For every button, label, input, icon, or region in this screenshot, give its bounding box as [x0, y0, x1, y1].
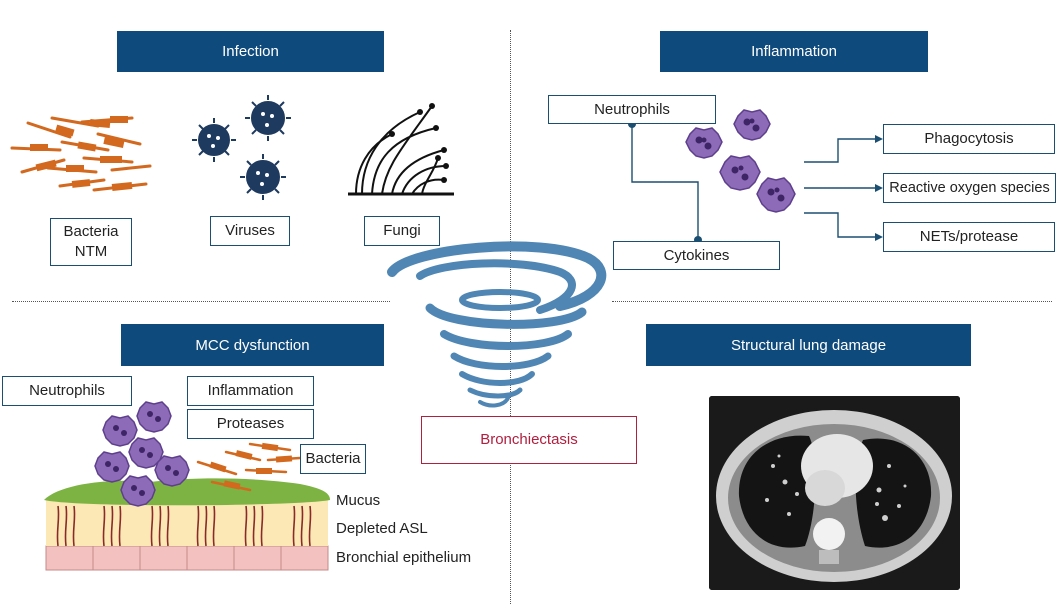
ct-scan-image: [709, 396, 960, 590]
mcc-inflammation-box: Inflammation: [187, 376, 314, 406]
depleted-asl-label: Depleted ASL: [336, 520, 428, 537]
mcc-bacteria-rods: [209, 442, 293, 490]
arrowheads: [875, 135, 883, 241]
mucus-layer: [44, 478, 330, 506]
neutrophil-cytokine-connector: [631, 124, 699, 242]
asl-layer: [46, 500, 328, 546]
neutrophils-box: Neutrophils: [548, 95, 716, 124]
ros-box: Reactive oxygen species: [883, 173, 1056, 203]
tornado-icon: [387, 241, 607, 408]
vertical-divider: [510, 30, 511, 604]
mcc-bacteria-box: Bacteria: [300, 444, 366, 474]
proteases-box: Proteases: [187, 409, 314, 439]
viruses-label: Viruses: [210, 216, 290, 246]
cytokines-box: Cytokines: [613, 241, 780, 270]
cilia: [56, 505, 312, 547]
infection-header: Infection: [117, 31, 384, 72]
structural-lung-damage-header: Structural lung damage: [646, 324, 971, 366]
mucus-label: Mucus: [336, 492, 381, 509]
horizontal-divider-right: [612, 301, 1052, 302]
neutrophil-nuclei: [695, 118, 785, 202]
virus-icon: [192, 95, 291, 200]
horizontal-divider-left: [12, 301, 390, 302]
bronchiectasis-box: Bronchiectasis: [421, 416, 637, 464]
bronchial-epithelium-label: Bronchial epithelium: [336, 549, 472, 566]
bacteria-rods: [30, 116, 133, 192]
bacteria-icon: [10, 116, 152, 192]
neutrophil-cluster-inflammation: [685, 109, 796, 213]
ntm-label: NTM: [74, 243, 108, 260]
mcc-neutrophil-nuclei: [105, 411, 179, 496]
outcome-arrows: [804, 138, 880, 238]
neutrophil-cluster-mcc: [94, 401, 190, 507]
mcc-dysfunction-header: MCC dysfunction: [121, 324, 384, 366]
nets-protease-box: NETs/protease: [883, 222, 1055, 252]
epithelium-cells: [45, 545, 329, 571]
fungi-label: Fungi: [364, 216, 440, 246]
mcc-neutrophils-box: Neutrophils: [2, 376, 132, 406]
phagocytosis-box: Phagocytosis: [883, 124, 1055, 154]
ct-scan-drawing: [709, 396, 960, 590]
fungi-icon: [348, 103, 454, 196]
bacteria-label: Bacteria: [63, 223, 119, 240]
inflammation-header: Inflammation: [660, 31, 928, 72]
bacteria-label-box: Bacteria NTM: [50, 218, 132, 266]
